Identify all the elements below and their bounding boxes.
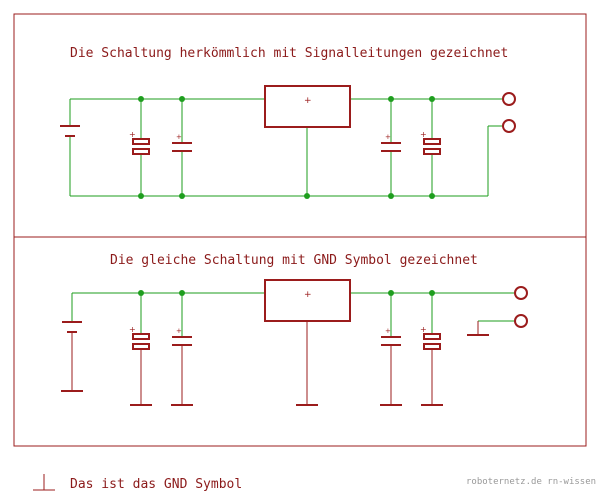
bottom-ceramic-cap-left (172, 336, 192, 346)
top-cap-right-plus: + (420, 130, 427, 139)
legend-text: Das ist das GND Symbol (70, 477, 242, 492)
top-cap-right-ceramic-mark: + (385, 133, 391, 141)
top-cap-left-plus: + (129, 130, 136, 139)
top-regulator-mark: + (304, 96, 312, 106)
top-junctions (138, 96, 435, 199)
bottom-cap-right-plus: + (420, 325, 427, 334)
bottom-regulator-mark: + (304, 290, 312, 300)
bottom-component-leads (71, 321, 479, 405)
top-battery (60, 125, 80, 137)
credit-text: roboternetz.de rn-wissen (466, 477, 596, 487)
bottom-ceramic-cap-right (381, 336, 401, 346)
legend-gnd-icon (33, 474, 55, 491)
bottom-gnd-symbols (61, 334, 489, 406)
bottom-panel-title: Die gleiche Schaltung mit GND Symbol gez… (110, 253, 478, 268)
top-electrolytic-cap-right (423, 138, 441, 155)
bottom-electrolytic-cap-right (423, 333, 441, 350)
bottom-junctions (138, 290, 435, 296)
top-voltage-regulator (264, 85, 351, 128)
bottom-cap-left-plus: + (129, 325, 136, 334)
top-ceramic-cap-right (381, 142, 401, 152)
bottom-voltage-regulator (264, 279, 351, 322)
bottom-output-terminals (514, 286, 528, 328)
bottom-electrolytic-cap-left (132, 333, 150, 350)
top-ceramic-cap-left (172, 142, 192, 152)
top-panel-title: Die Schaltung herkömmlich mit Signalleit… (70, 46, 508, 61)
bottom-cap-left-ceramic-mark: + (176, 327, 182, 335)
top-cap-left-ceramic-mark: + (176, 133, 182, 141)
bottom-battery (62, 321, 82, 333)
top-electrolytic-cap-left (132, 138, 150, 155)
top-output-terminals (502, 92, 516, 133)
bottom-cap-right-ceramic-mark: + (385, 327, 391, 335)
bottom-panel-frame (13, 236, 587, 447)
